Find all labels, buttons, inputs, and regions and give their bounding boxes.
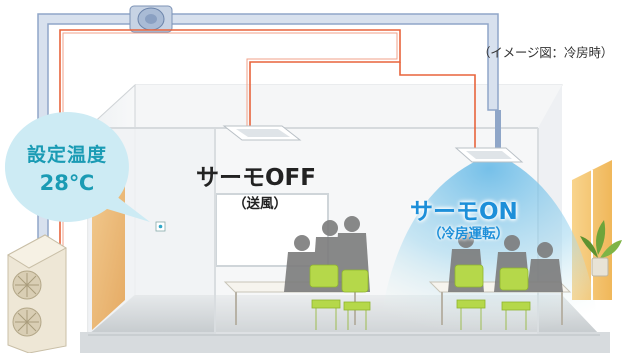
chair-icon — [341, 269, 371, 330]
chair-icon — [309, 264, 341, 330]
set-temperature-label: 設定温度 28℃ — [2, 110, 132, 222]
door — [92, 180, 125, 330]
thermo-off-sublabel: （送風） — [233, 196, 287, 212]
person-icon — [527, 242, 563, 292]
refrigerant-pipe — [59, 29, 401, 262]
outdoor-unit-icon — [7, 234, 67, 353]
chair-icon — [499, 267, 531, 330]
set-temperature-title: 設定温度 — [26, 143, 107, 166]
thermo-on-sublabel: （冷房運転） — [428, 226, 509, 242]
ceiling-cassette-icon — [454, 147, 524, 163]
caption: （イメージ図：冷房時） — [478, 45, 614, 60]
fan-icon — [129, 5, 173, 33]
thermo-on-label: サーモON — [410, 199, 518, 225]
plant-icon — [580, 220, 622, 277]
set-temperature-value: 28℃ — [39, 170, 95, 195]
ceiling-cassette-icon — [222, 125, 302, 141]
temperature-speech-bubble — [4, 112, 150, 222]
chair-icon — [454, 264, 486, 330]
thermo-off-label: サーモOFF — [196, 165, 316, 191]
